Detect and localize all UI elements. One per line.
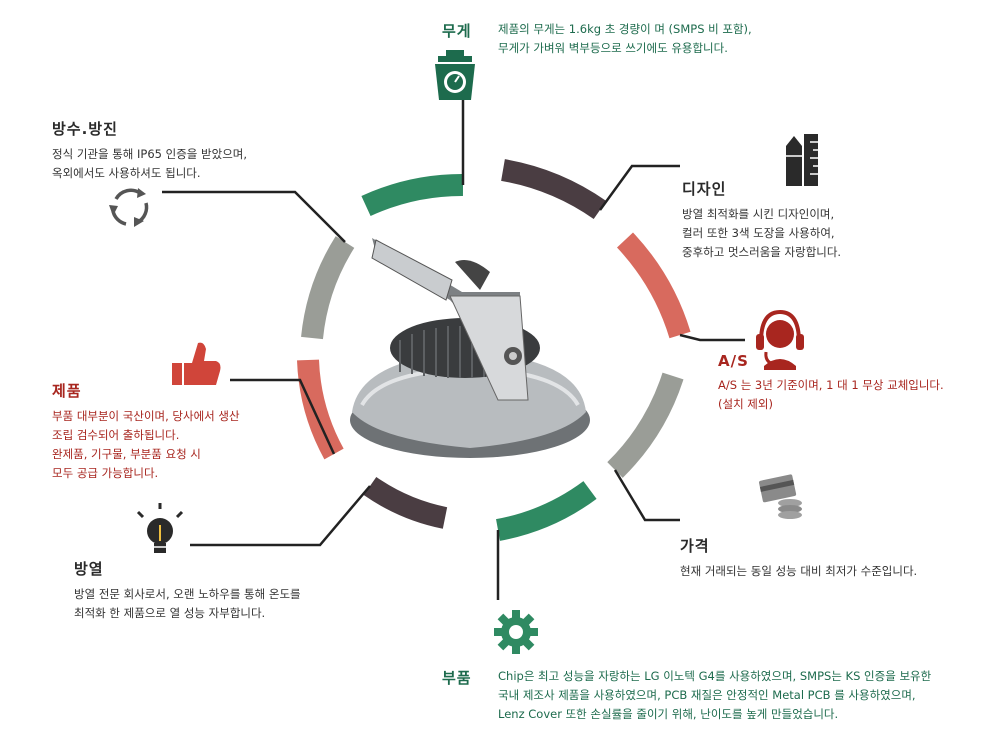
waterproof-desc-line: 옥외에서도 사용하셔도 됩니다. xyxy=(52,166,201,180)
connector-lines xyxy=(162,100,745,600)
arc-parts xyxy=(495,481,597,541)
arc-as xyxy=(616,232,691,339)
lamp-illustration xyxy=(350,238,590,458)
headset-icon xyxy=(756,309,804,370)
product-desc-line: 모두 공급 가능합니다. xyxy=(52,466,159,480)
price-block: 가격 현재 거래되는 동일 성능 대비 최저가 수준입니다. xyxy=(680,535,917,581)
connector-design xyxy=(598,164,680,211)
as-title: A/S xyxy=(718,352,749,370)
arc-waterproof xyxy=(301,236,355,340)
design-desc-line: 컬러 또한 3색 도장을 사용하여, xyxy=(682,226,835,240)
product-block: 제품 부품 대부분이 국산이며, 당사에서 생산 조립 검수되어 출하됩니다. … xyxy=(52,380,240,483)
gear-icon xyxy=(494,610,538,654)
connector-heat xyxy=(190,485,371,547)
product-desc-line: 조립 검수되어 출하됩니다. xyxy=(52,428,180,442)
arc-weight xyxy=(361,173,464,217)
waterproof-title: 방수.방진 xyxy=(52,120,118,138)
weight-desc-block: 제품의 무게는 1.6kg 초 경량이 며 (SMPS 비 포함), 무게가 가… xyxy=(498,20,752,58)
scale-icon xyxy=(435,50,475,100)
waterproof-desc-line: 정식 기관을 통해 IP65 인증을 받았으며, xyxy=(52,147,248,161)
design-desc-line: 방열 최적화를 시킨 디자인이며, xyxy=(682,207,835,221)
product-desc-line: 완제품, 기구물, 부분품 요청 시 xyxy=(52,447,201,461)
parts-title: 부품 xyxy=(442,669,472,687)
heat-block: 방열 방열 전문 회사로서, 오랜 노하우를 통해 온도를 최적화 한 제품으로… xyxy=(74,558,301,623)
design-title: 디자인 xyxy=(682,180,727,198)
design-desc-line: 중후하고 멋스러움을 자랑합니다. xyxy=(682,245,842,259)
pencil-ruler-icon xyxy=(786,134,818,186)
as-desc-line: (설치 제외) xyxy=(718,397,773,411)
connector-price xyxy=(613,469,680,522)
heat-title: 방열 xyxy=(74,560,104,578)
connector-waterproof xyxy=(162,190,346,243)
weight-desc-line: 제품의 무게는 1.6kg 초 경량이 며 (SMPS 비 포함), xyxy=(498,22,752,36)
heat-desc-line: 방열 전문 회사로서, 오랜 노하우를 통해 온도를 xyxy=(74,587,301,601)
recycle-icon xyxy=(109,188,149,227)
design-block: 디자인 방열 최적화를 시킨 디자인이며, 컬러 또한 3색 도장을 사용하여,… xyxy=(682,178,841,262)
parts-desc-block: Chip은 최고 성능을 자랑하는 LG 이노텍 G4를 사용하였으며, SMP… xyxy=(498,667,931,724)
waterproof-block: 방수.방진 정식 기관을 통해 IP65 인증을 받았으며, 옥외에서도 사용하… xyxy=(52,118,247,183)
connector-product xyxy=(230,378,336,455)
parts-title-block: 부품 xyxy=(442,667,472,694)
weight-title: 무게 xyxy=(442,22,472,40)
product-desc-line: 부품 대부분이 국산이며, 당사에서 생산 xyxy=(52,409,240,423)
parts-desc-line: 국내 제조사 제품을 사용하였으며, PCB 재질은 안정적인 Metal PC… xyxy=(498,688,916,702)
price-title: 가격 xyxy=(680,537,710,555)
lightbulb-icon xyxy=(136,503,184,553)
as-desc-line: A/S 는 3년 기준이며, 1 대 1 무상 교체입니다. xyxy=(718,378,944,392)
price-desc-line: 현재 거래되는 동일 성능 대비 최저가 수준입니다. xyxy=(680,564,918,578)
parts-desc-line: Chip은 최고 성능을 자랑하는 LG 이노텍 G4를 사용하였으며, SMP… xyxy=(498,669,932,683)
heat-desc-line: 최적화 한 제품으로 열 성능 자부합니다. xyxy=(74,606,266,620)
connector-as xyxy=(679,333,745,342)
product-title: 제품 xyxy=(52,382,82,400)
arc-heat xyxy=(363,476,448,529)
thumbs-up-icon xyxy=(172,342,221,385)
weight-desc-line: 무게가 가벼워 벽부등으로 쓰기에도 유용합니다. xyxy=(498,41,728,55)
arc-design xyxy=(500,159,607,220)
card-coins-icon xyxy=(759,474,802,519)
arc-price xyxy=(607,372,684,478)
parts-desc-line: Lenz Cover 또한 손실률을 줄이기 위해, 난이도를 높게 만들었습니… xyxy=(498,707,839,721)
as-block: A/S A/S 는 3년 기준이며, 1 대 1 무상 교체입니다. (설치 제… xyxy=(718,352,944,414)
weight-title-block: 무게 xyxy=(442,20,472,47)
